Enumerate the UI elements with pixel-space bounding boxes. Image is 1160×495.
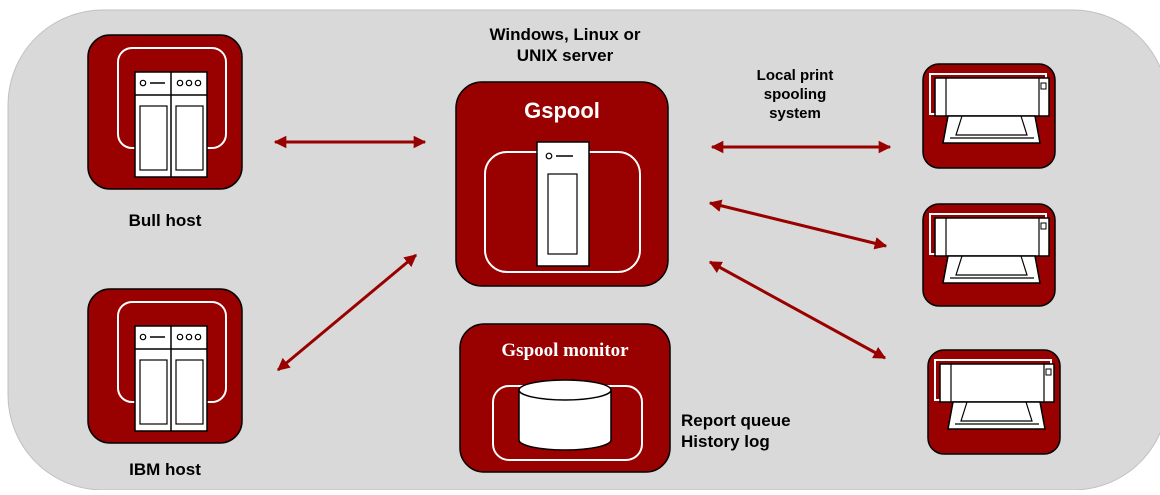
gspool-monitor-database-icon	[459, 323, 671, 473]
bull-host-mainframe-icon	[87, 34, 243, 190]
ibm-host-mainframe-icon	[87, 288, 243, 444]
printer-icon	[922, 203, 1056, 307]
spool-caption: Local print spooling system	[756, 67, 834, 122]
gspool-to-printer-3-arrow	[708, 260, 887, 360]
bull-host-label: Bull host	[128, 211, 202, 230]
printer-icon	[927, 349, 1061, 455]
gspool-to-printer-2-arrow	[708, 199, 888, 250]
printer-icon	[922, 63, 1056, 169]
gspool-title: Gspool	[524, 98, 600, 123]
ibm-to-gspool-arrow	[277, 253, 417, 372]
gspool-monitor-title: Gspool monitor	[501, 340, 629, 361]
ibm-host-label: IBM host	[129, 460, 201, 479]
gspool-server-icon	[455, 81, 669, 287]
report-queue-caption: Report queue History log	[681, 411, 791, 451]
server-caption: Windows, Linux or UNIX server	[489, 25, 641, 65]
